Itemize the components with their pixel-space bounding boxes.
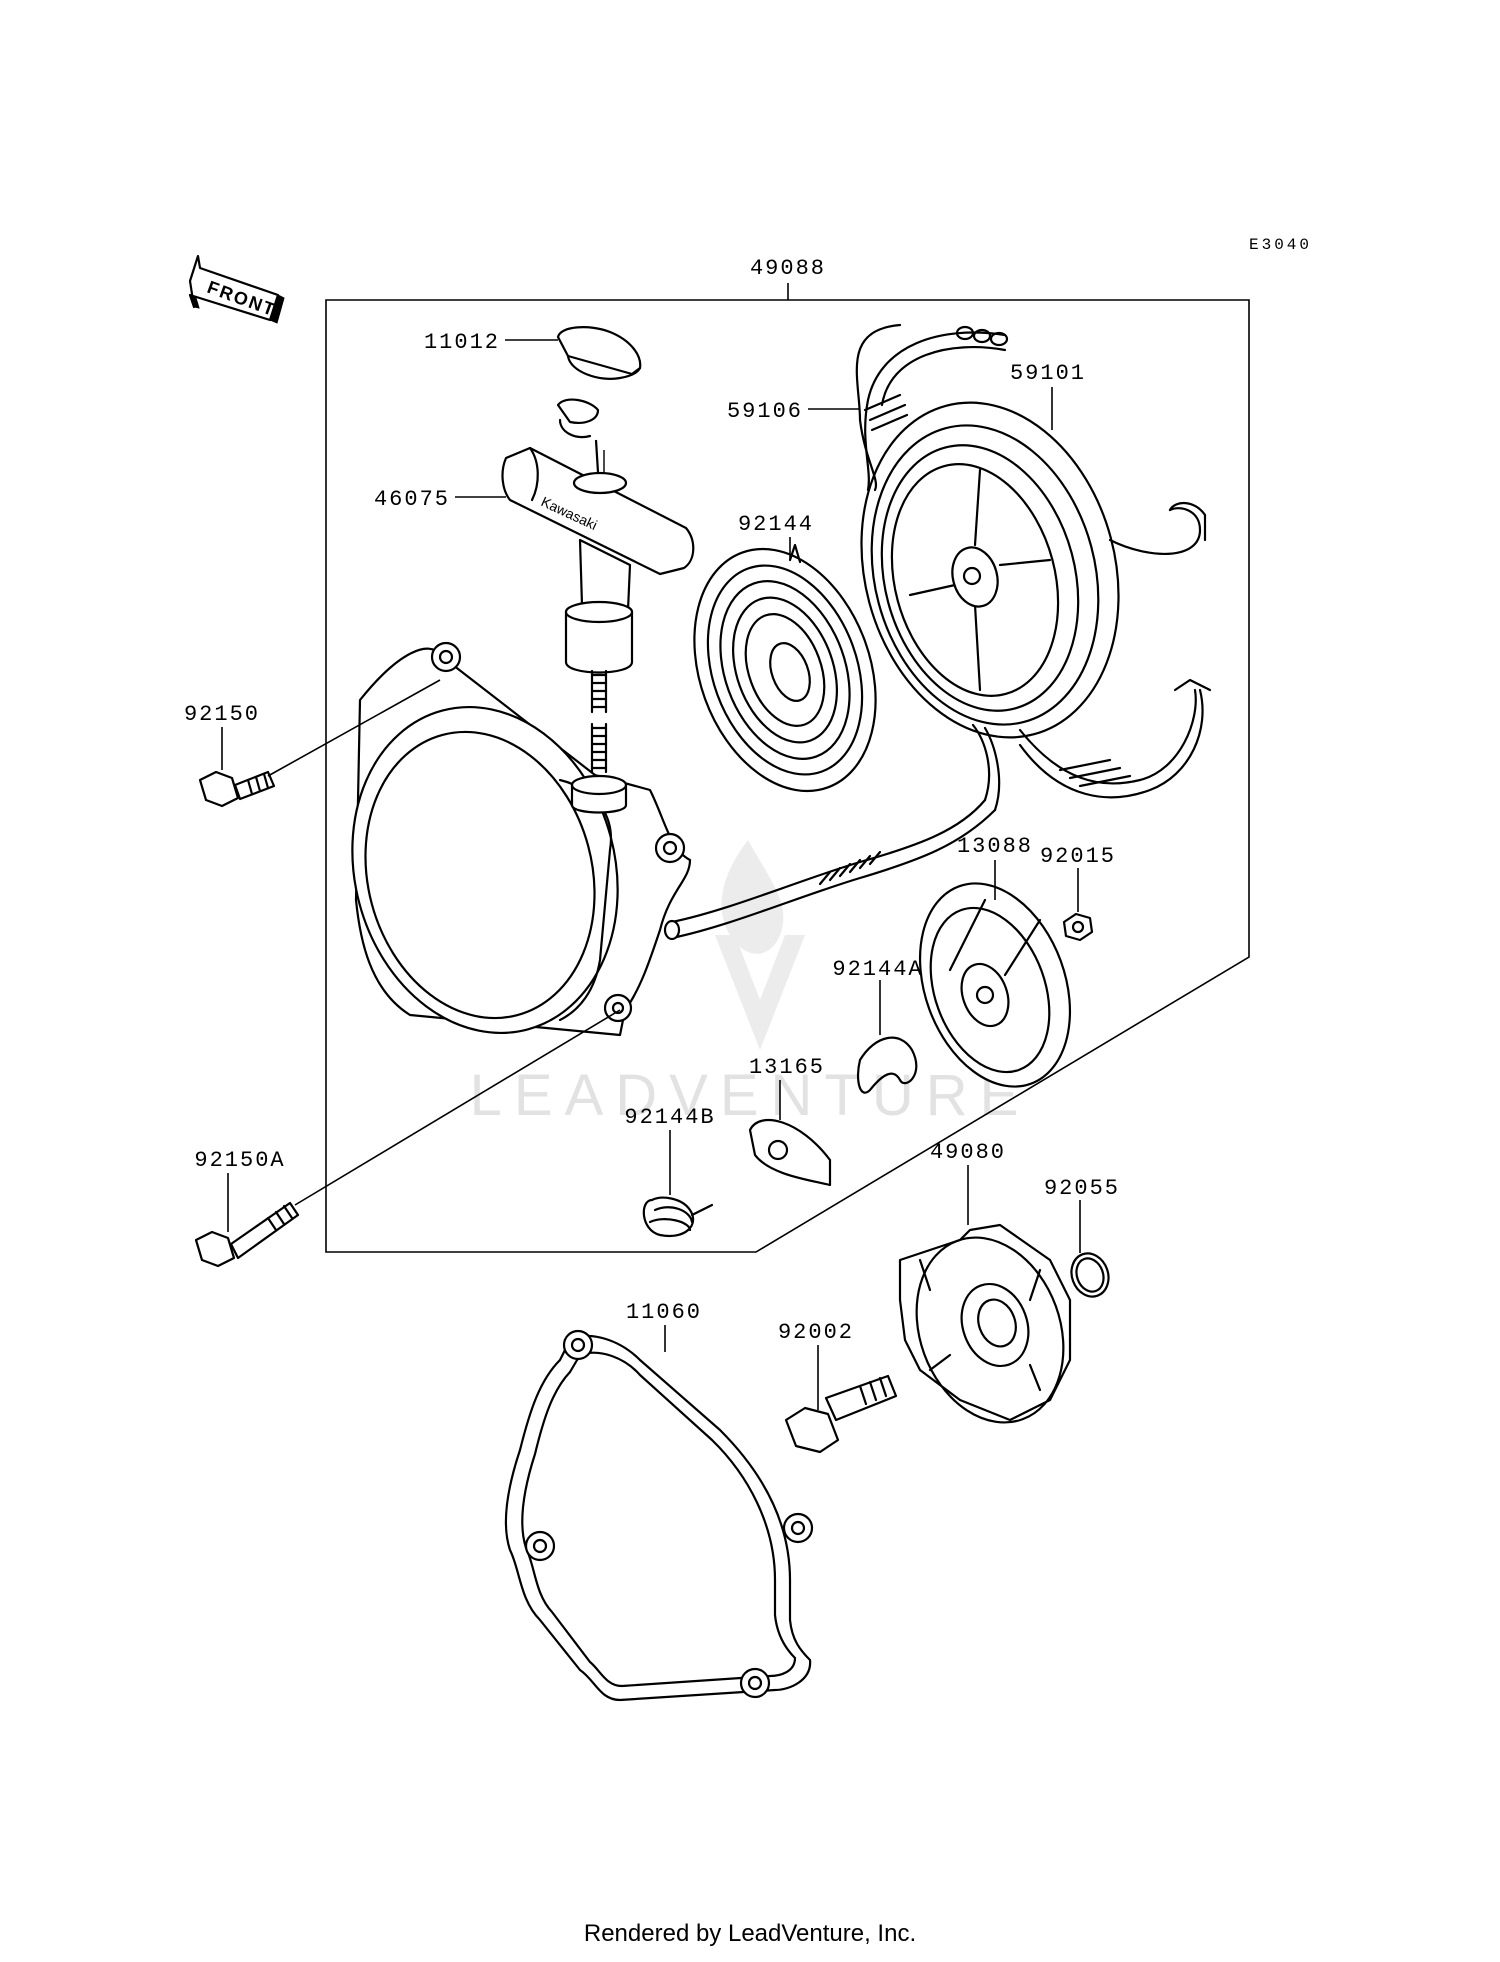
oring-92055	[1070, 1252, 1110, 1298]
part-label-92015: 92015	[1040, 844, 1116, 869]
bolt-92002	[784, 1374, 898, 1454]
reel-59101	[860, 401, 1207, 739]
footer-credit: Rendered by LeadVenture, Inc.	[583, 1920, 917, 1947]
assembly-outline	[325, 283, 1250, 1253]
handle-46075: Kawasaki	[501, 398, 695, 774]
cap-11012	[556, 326, 642, 380]
bolt-92150	[198, 770, 276, 808]
part-label-59101: 59101	[1010, 361, 1086, 386]
watermark-text: LEADVENTURE	[470, 1063, 1031, 1128]
part-label-13088: 13088	[957, 834, 1033, 859]
bolt-92150A	[194, 1201, 300, 1268]
rope-59106	[855, 323, 1212, 799]
part-label-49088: 49088	[750, 256, 826, 281]
part-label-46075: 46075	[374, 487, 450, 512]
part-labels: 49088 11012 59101 59106 46075 92144 9215…	[184, 256, 1120, 1345]
part-label-49080: 49080	[930, 1140, 1006, 1165]
part-label-13165: 13165	[749, 1055, 825, 1080]
part-label-92002: 92002	[778, 1320, 854, 1345]
part-label-92150: 92150	[184, 702, 260, 727]
part-label-92144B: 92144B	[624, 1105, 715, 1130]
gasket-11060	[504, 1329, 814, 1702]
pawl-13165	[748, 1118, 832, 1187]
diagram-code: E3040	[1249, 236, 1312, 254]
part-label-92055: 92055	[1044, 1176, 1120, 1201]
recoil-housing	[351, 641, 692, 1037]
part-label-92144: 92144	[738, 512, 814, 537]
part-label-11012: 11012	[424, 330, 500, 355]
part-label-92144A: 92144A	[832, 957, 923, 982]
part-label-11060: 11060	[626, 1300, 702, 1325]
part-label-92150A: 92150A	[194, 1148, 285, 1173]
part-label-59106: 59106	[727, 399, 803, 424]
nut-92015	[1062, 912, 1094, 942]
front-arrow-icon: FRONT	[188, 254, 285, 324]
starter-rope	[663, 723, 1001, 941]
drum-49080	[898, 1223, 1072, 1424]
leader-lines	[221, 339, 1081, 1410]
ratchet-13088	[918, 882, 1072, 1088]
spring-clip-92144A	[856, 1036, 918, 1094]
spring-92144B	[642, 1196, 714, 1238]
spiral-spring-92144	[693, 543, 877, 793]
handle-spring	[590, 669, 608, 774]
watermark: LEADVENTURE	[470, 840, 1031, 1128]
